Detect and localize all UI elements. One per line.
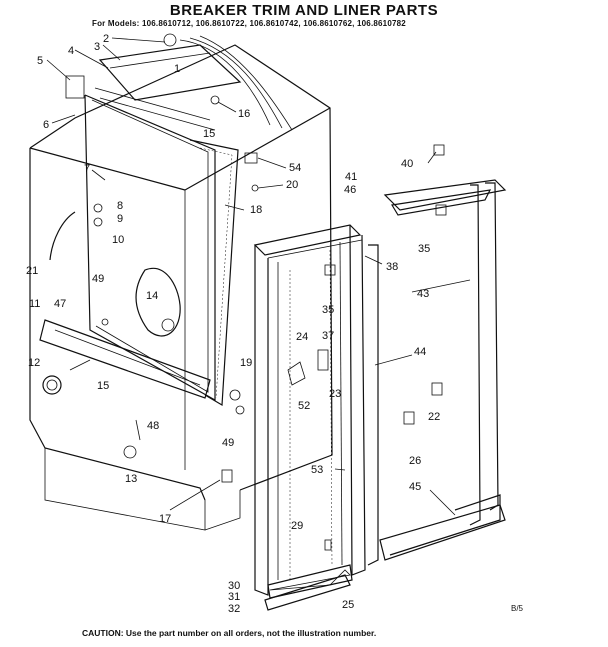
callout-54: 54: [289, 162, 301, 174]
callout-37: 37: [322, 330, 334, 342]
callout-49-upper: 49: [92, 273, 104, 285]
callout-20: 20: [286, 179, 298, 191]
leader-lines: [46, 37, 471, 516]
callout-53: 53: [311, 464, 323, 476]
callout-22: 22: [428, 411, 440, 423]
callout-14: 14: [146, 290, 158, 302]
page-reference: B/5: [511, 604, 524, 613]
callout-4: 4: [68, 45, 74, 57]
callout-21: 21: [26, 265, 38, 277]
liner-frame-drawing: [253, 224, 379, 611]
callout-30: 30: [228, 580, 240, 592]
callout-5: 5: [37, 55, 43, 67]
diagram-title: BREAKER TRIM AND LINER PARTS: [169, 2, 439, 19]
callout-15-lower: 15: [97, 380, 109, 392]
callout-40: 40: [401, 158, 413, 170]
callout-7: 7: [84, 163, 90, 175]
callout-43: 43: [417, 288, 429, 300]
callout-41: 41: [345, 171, 357, 183]
callout-13: 13: [125, 473, 137, 485]
models-line: For Models: 106.8610712, 106.8610722, 10…: [92, 19, 406, 28]
callout-16: 16: [238, 108, 250, 120]
callout-6: 6: [43, 119, 49, 131]
callout-38: 38: [386, 261, 398, 273]
callout-15: 15: [203, 128, 215, 140]
callout-29: 29: [291, 520, 303, 532]
callout-18: 18: [250, 204, 262, 216]
callout-12: 12: [28, 357, 40, 369]
callout-8: 8: [117, 200, 123, 212]
callout-24: 24: [296, 331, 308, 343]
callout-labels: 2 3 4 5 1 16 15 6 54 20 7 8 9 10 18 21 4…: [26, 33, 440, 615]
callout-25: 25: [342, 599, 354, 611]
callout-49-lower: 49: [222, 437, 234, 449]
callout-32: 32: [228, 603, 240, 615]
callout-3: 3: [94, 41, 100, 53]
caution-note: CAUTION: Use the part number on all orde…: [82, 628, 377, 638]
callout-44: 44: [414, 346, 426, 358]
callout-45: 45: [409, 481, 421, 493]
callout-11: 11: [29, 298, 40, 310]
callout-2: 2: [103, 33, 109, 45]
callout-17: 17: [159, 513, 171, 525]
callout-48: 48: [147, 420, 159, 432]
callout-1: 1: [174, 63, 180, 75]
callout-9: 9: [117, 213, 123, 225]
callout-23: 23: [329, 388, 341, 400]
callout-31: 31: [228, 591, 240, 603]
callout-19: 19: [240, 357, 252, 369]
cabinet-drawing: [29, 33, 333, 531]
callout-10: 10: [112, 234, 124, 246]
right-frame-drawing: [379, 144, 507, 561]
callout-47: 47: [54, 298, 66, 310]
callout-52: 52: [298, 400, 310, 412]
callout-46: 46: [344, 184, 356, 196]
callout-35-middle: 35: [322, 304, 334, 316]
callout-35-right: 35: [418, 243, 430, 255]
callout-26: 26: [409, 455, 421, 467]
